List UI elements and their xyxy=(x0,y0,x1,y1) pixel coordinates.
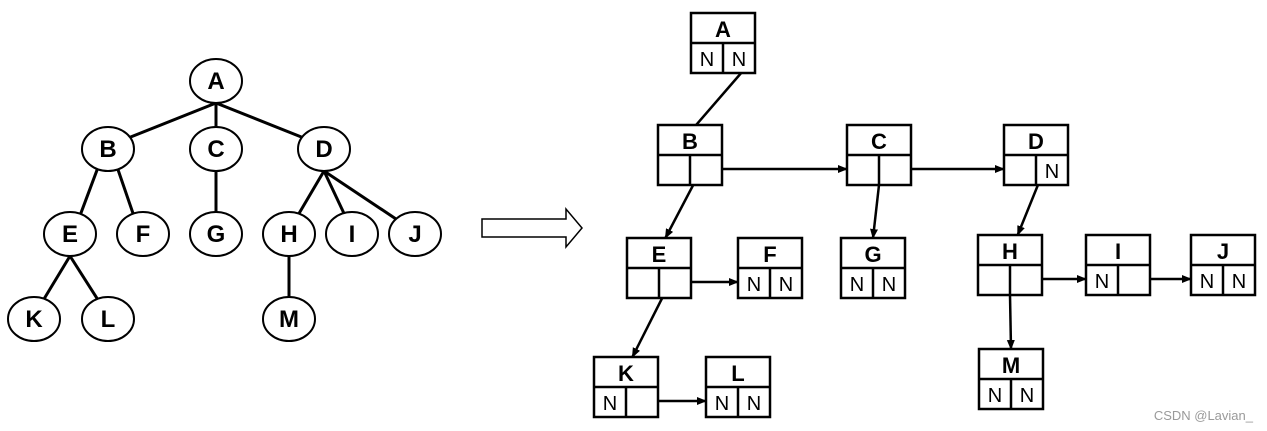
tree-node-label: E xyxy=(62,221,78,248)
tree-node-b: B xyxy=(81,126,135,172)
tree-edge-d-h xyxy=(297,170,326,215)
next-sibling-null-mark: N xyxy=(1020,385,1034,407)
tree-node-g: G xyxy=(189,211,243,257)
first-child-null-mark: N xyxy=(1095,271,1109,293)
list-node-label: F xyxy=(763,242,776,267)
first-child-null-mark: N xyxy=(603,393,617,415)
tree-edge-a-b xyxy=(129,101,217,139)
pointer-b-to-e xyxy=(664,184,695,239)
tree-node-label: I xyxy=(349,221,356,248)
list-node-label: E xyxy=(652,242,667,267)
pointer-c-to-g xyxy=(870,184,881,239)
next-sibling-null-mark: N xyxy=(779,274,793,296)
next-sibling-null-mark: N xyxy=(732,49,746,71)
list-node-label: J xyxy=(1217,239,1229,264)
tree-node-i: I xyxy=(325,211,379,257)
tree-edges xyxy=(42,101,397,300)
tree-node-a: A xyxy=(189,58,243,104)
tree-node-c: C xyxy=(189,126,243,172)
tree-edge-b-e xyxy=(79,168,99,215)
list-node-h: H xyxy=(976,233,1044,297)
list-node-label: L xyxy=(731,361,744,386)
tree-edge-e-l xyxy=(68,255,99,300)
tree-node-label: J xyxy=(408,221,421,248)
first-child-null-mark: N xyxy=(1200,271,1214,293)
list-node-label: D xyxy=(1028,129,1044,154)
pointer-h-to-m xyxy=(1006,294,1015,350)
list-node-label: H xyxy=(1002,239,1018,264)
tree-node-f: F xyxy=(116,211,170,257)
tree-edge-a-d xyxy=(215,101,303,139)
list-node-label: A xyxy=(715,17,731,42)
tree-node-m: M xyxy=(262,296,316,342)
first-child-null-mark: N xyxy=(700,49,714,71)
tree-node-label: F xyxy=(136,221,151,248)
transform-arrow xyxy=(481,206,583,250)
tree-node-label: L xyxy=(101,306,116,333)
tree-nodes: A B C D E F G H I J K L M xyxy=(7,58,442,342)
tree-node-label: A xyxy=(207,68,224,95)
tree-node-label: C xyxy=(207,136,224,163)
list-node-c: C xyxy=(845,123,913,187)
tree-edge-b-f xyxy=(116,168,135,215)
pointer-d-to-h xyxy=(1016,184,1040,236)
next-sibling-null-mark: N xyxy=(1232,271,1246,293)
list-node-label: K xyxy=(618,361,634,386)
list-node-label: G xyxy=(864,242,881,267)
list-node-label: M xyxy=(1002,353,1020,378)
watermark: CSDN @Lavian_ xyxy=(1153,408,1253,423)
first-child-null-mark: N xyxy=(988,385,1002,407)
first-child-null-mark: N xyxy=(747,274,761,296)
tree-node-label: K xyxy=(25,306,43,333)
pointer-e-to-k xyxy=(631,297,664,358)
tree-node-e: E xyxy=(43,211,97,257)
tree-node-label: M xyxy=(279,306,299,333)
tree-node-label: D xyxy=(315,136,332,163)
tree-edge-e-k xyxy=(42,255,72,300)
next-sibling-null-mark: N xyxy=(882,274,896,296)
tree-edge-d-i xyxy=(322,170,346,214)
tree-node-h: H xyxy=(262,211,316,257)
list-node-d: DN xyxy=(1002,123,1070,187)
list-node-b: B xyxy=(656,123,724,187)
tree-node-d: D xyxy=(297,126,351,172)
list-node-label: C xyxy=(871,129,887,154)
first-child-null-mark: N xyxy=(715,393,729,415)
list-node-i: IN xyxy=(1084,233,1152,297)
tree-edge-d-j xyxy=(323,169,397,221)
tree-node-label: G xyxy=(207,221,226,248)
representation-arrows xyxy=(631,56,1192,405)
list-node-e: E xyxy=(625,236,693,300)
tree-node-l: L xyxy=(81,296,135,342)
list-node-label: B xyxy=(682,129,698,154)
tree-node-j: J xyxy=(388,211,442,257)
tree-node-label: H xyxy=(280,221,297,248)
list-node-label: I xyxy=(1115,239,1121,264)
list-node-k: KN xyxy=(592,355,660,419)
tree-node-k: K xyxy=(7,296,61,342)
tree-node-label: B xyxy=(99,136,116,163)
next-sibling-null-mark: N xyxy=(747,393,761,415)
first-child-null-mark: N xyxy=(850,274,864,296)
next-sibling-null-mark: N xyxy=(1045,161,1059,183)
